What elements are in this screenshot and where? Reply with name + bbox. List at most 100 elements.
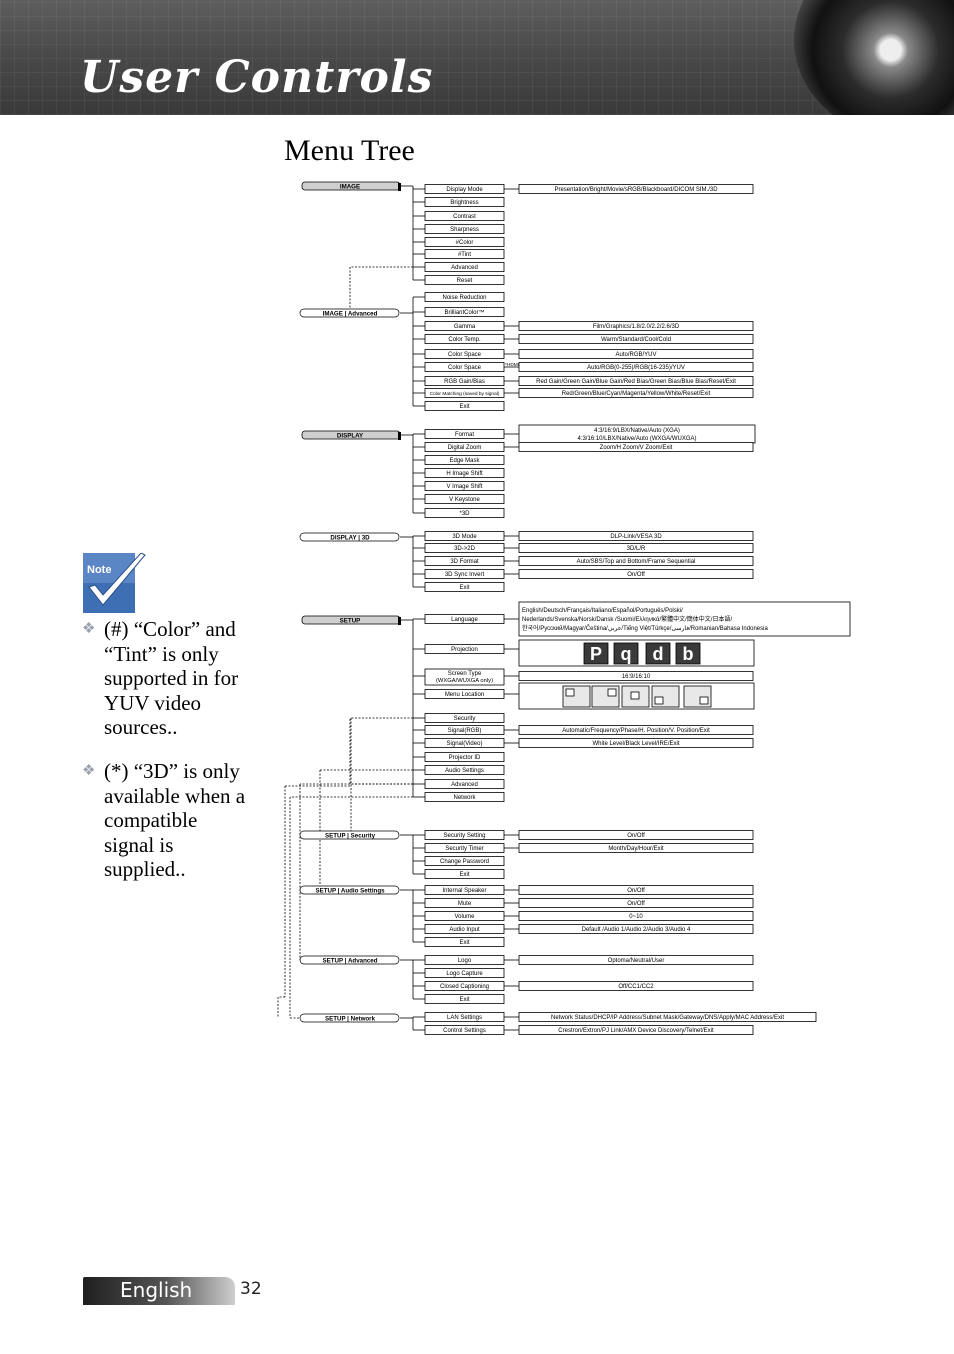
menu-root-shadow — [398, 617, 401, 625]
note-item: ❖ (#) “Color” and “Tint” is only support… — [82, 617, 252, 740]
menu-location-marker — [630, 691, 640, 700]
menu-item-label: Audio Settings — [445, 768, 484, 774]
menu-item-label: Color Space — [448, 352, 482, 358]
menu-root-box — [299, 532, 400, 542]
menu-item-box — [424, 752, 505, 762]
menu-value-box — [518, 725, 754, 735]
menu-item-box — [424, 249, 505, 259]
menu-value-box — [518, 738, 754, 748]
menu-root-label: DISPLAY | 3D — [330, 535, 370, 542]
menu-item-label: Menu Location — [445, 692, 484, 698]
menu-item-box — [424, 994, 505, 1004]
menu-value-text: 4:3/16:10/LBX/Native/Auto (WXGA/WUXGA) — [577, 436, 696, 442]
menu-item-box — [424, 508, 505, 518]
menu-item-label: Reset — [457, 278, 473, 284]
menu-item-label: Exit — [459, 940, 469, 946]
menu-item-label: Signal(RGB) — [448, 728, 482, 734]
menu-item-box — [424, 468, 505, 478]
menu-location-marker — [699, 696, 709, 705]
menu-item-label: Exit — [459, 872, 469, 878]
menu-item-label: Digital Zoom — [448, 445, 482, 451]
menu-value-text: Presentation/Bright/Movie/sRGB/Blackboar… — [554, 187, 718, 193]
menu-root-label: IMAGE — [340, 184, 360, 191]
menu-root-box — [299, 885, 400, 895]
menu-item-label: Advanced — [451, 265, 478, 271]
menu-value-text: Auto/RGB/YUV — [615, 352, 656, 358]
menu-item-box — [424, 937, 505, 947]
menu-value-box — [518, 911, 754, 921]
menu-item-label: #Tint — [458, 252, 471, 258]
menu-value-box — [518, 321, 754, 331]
menu-value-text: Auto/RGB(0-255)/RGB(16-235)/YUV — [587, 365, 685, 371]
note-icon-label: Note — [87, 564, 111, 576]
menu-item-box — [424, 197, 505, 207]
menu-item-box — [424, 494, 505, 504]
menu-item-box — [424, 713, 505, 723]
menu-value-text: On/Off — [627, 901, 645, 907]
menu-root-label: SETUP | Security — [325, 833, 376, 840]
menu-item-label: Edge Mask — [449, 458, 480, 464]
menu-root-box — [299, 955, 400, 965]
menu-item-label: (WXGA/WUXGA only) — [436, 678, 493, 684]
menu-value-box — [518, 569, 754, 579]
menu-item-label: Signal(Video) — [447, 741, 483, 747]
menu-value-box — [518, 601, 851, 637]
menu-item-label: Logo Capture — [446, 971, 483, 977]
projection-glyph-icon — [613, 642, 639, 665]
menu-item-label: Volume — [454, 914, 475, 920]
menu-item-box — [424, 237, 505, 247]
menu-item-label: Control Settings — [443, 1028, 486, 1034]
menu-item-box — [424, 968, 505, 978]
menu-item-label: V Image Shift — [446, 484, 482, 490]
menu-root-label: SETUP — [340, 618, 361, 625]
menu-item-label: Screen Type — [448, 671, 482, 677]
page-title: User Controls — [80, 52, 434, 103]
menu-value-text: 한국어/Русский/Magyar/Čeština/عربي/Tiếng Vi… — [522, 624, 768, 632]
menu-item-box — [424, 668, 505, 686]
note-bullet-icon: ❖ — [82, 621, 96, 637]
menu-location-marker — [565, 688, 575, 697]
menu-value-box — [518, 531, 754, 541]
menu-item-label: Color Temp. — [448, 337, 481, 343]
menu-item-label: Exit — [459, 585, 469, 591]
menu-value-box — [518, 1012, 817, 1022]
menu-value-box — [518, 334, 754, 344]
menu-item-label: V Keystone — [449, 497, 480, 503]
menu-item-label: Security — [454, 716, 476, 722]
menu-root-label: DISPLAY — [337, 433, 364, 440]
menu-item-label: Brightness — [450, 200, 478, 206]
note-text: (*) “3D” is only available when a compat… — [104, 759, 246, 881]
menu-item-label: Gamma — [454, 324, 476, 330]
menu-value-box — [518, 543, 754, 553]
menu-value-box — [518, 388, 754, 398]
menu-value-box — [518, 376, 754, 386]
menu-value-text: Network Status/DHCP/IP Address/Subnet Ma… — [551, 1015, 784, 1021]
menu-value-text: Automatic/Frequency/Phase/H. Position/V.… — [562, 728, 710, 734]
menu-value-text: White Level/Black Level/IRE/Exit — [592, 741, 679, 747]
menu-item-label: Noise Reduction — [442, 295, 486, 301]
menu-value-text: 4:3/16:9/LBX/Native/Auto (XGA) — [594, 428, 680, 434]
projection-glyph-label: q — [621, 644, 632, 664]
menu-item-label: Security Setting — [443, 833, 485, 839]
menu-value-text: On/Off — [627, 833, 645, 839]
menu-item-label: Contrast — [453, 214, 476, 220]
menu-root-box — [299, 830, 400, 840]
menu-item-box — [424, 307, 505, 317]
projector-lens-graphic — [794, 0, 954, 115]
menu-value-text: Warm/Standard/Cool/Cold — [601, 337, 671, 343]
menu-value-text: Zoom/H Zoom/V Zoom/Exit — [600, 445, 673, 451]
menu-item-label: Format — [455, 432, 474, 438]
menu-value-text: Auto/SBS/Top and Bottom/Frame Sequential — [577, 559, 696, 565]
page-number: 32 — [240, 1279, 262, 1299]
menu-item-box — [424, 856, 505, 866]
menu-item-label: Exit — [459, 404, 469, 410]
menu-item-label: Advanced — [451, 782, 478, 788]
menu-item-box — [424, 275, 505, 285]
menu-item-label: Projector ID — [449, 755, 481, 761]
note-text: (#) “Color” and “Tint” is only supported… — [104, 617, 239, 739]
menu-item-label: 3D Format — [450, 559, 479, 565]
menu-value-box — [518, 1025, 754, 1035]
menu-value-text: Default /Audio 1/Audio 2/Audio 3/Audio 4 — [582, 927, 691, 933]
menu-root-label: SETUP | Network — [325, 1016, 376, 1023]
